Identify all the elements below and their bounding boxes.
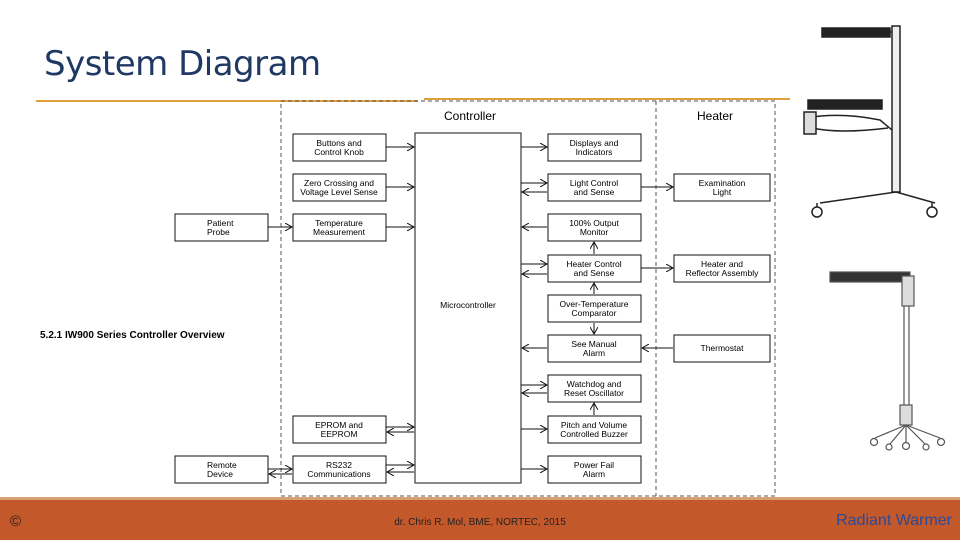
svg-text:Comparator: Comparator: [572, 308, 617, 318]
microcontroller-block: [414, 132, 522, 484]
controller-header: Controller: [444, 109, 496, 123]
block-displays: Displays and Indicators: [547, 133, 642, 162]
svg-text:Heater Control: Heater Control: [566, 259, 621, 269]
block-rs232: RS232 Communications: [292, 455, 387, 484]
block-manual-alarm: See Manual Alarm: [547, 334, 642, 363]
svg-text:Thermostat: Thermostat: [701, 343, 745, 353]
svg-text:Power Fail: Power Fail: [574, 460, 614, 470]
svg-text:Watchdog and: Watchdog and: [567, 379, 622, 389]
page-title: System Diagram: [44, 44, 321, 84]
svg-text:Measurement: Measurement: [313, 227, 366, 237]
svg-text:Monitor: Monitor: [580, 227, 609, 237]
svg-text:Alarm: Alarm: [583, 348, 605, 358]
block-reflector-assembly: Heater and Reflector Assembly: [673, 254, 771, 283]
footer-accent: [0, 497, 960, 500]
svg-text:RS232: RS232: [326, 460, 352, 470]
block-buttons: Buttons and Control Knob: [292, 133, 387, 162]
svg-text:Heater and: Heater and: [701, 259, 743, 269]
warmer-device-illustration-bottom: [829, 271, 946, 451]
copyright-mark: ©: [10, 513, 22, 530]
footer-bar: [0, 500, 960, 540]
svg-text:and Sense: and Sense: [574, 268, 615, 278]
svg-text:100% Output: 100% Output: [569, 218, 619, 228]
title-underline: [36, 100, 418, 102]
svg-text:See Manual: See Manual: [571, 339, 616, 349]
svg-text:Indicators: Indicators: [576, 147, 613, 157]
block-remote-device: Remote Device: [174, 455, 269, 484]
svg-text:Displays and: Displays and: [570, 138, 619, 148]
svg-text:Reset Oscillator: Reset Oscillator: [564, 388, 624, 398]
block-zero-crossing: Zero Crossing and Voltage Level Sense: [292, 173, 387, 202]
block-thermostat: Thermostat: [673, 334, 771, 363]
svg-text:Light Control: Light Control: [570, 178, 618, 188]
heater-header: Heater: [697, 109, 733, 123]
svg-text:Probe: Probe: [207, 227, 230, 237]
svg-text:EPROM and: EPROM and: [315, 420, 363, 430]
block-patient-probe: Patient Probe: [174, 213, 269, 242]
svg-text:Buttons and: Buttons and: [316, 138, 362, 148]
block-power-fail: Power Fail Alarm: [547, 455, 642, 484]
svg-text:Communications: Communications: [307, 469, 370, 479]
block-output-monitor: 100% Output Monitor: [547, 213, 642, 242]
svg-text:EEPROM: EEPROM: [321, 429, 358, 439]
svg-text:Pitch and Volume: Pitch and Volume: [561, 420, 627, 430]
warmer-device-illustration-top: [803, 25, 938, 218]
connections: [268, 147, 673, 474]
block-heater-control: Heater Control and Sense: [547, 254, 642, 283]
svg-text:Control Knob: Control Knob: [314, 147, 364, 157]
block-buzzer: Pitch and Volume Controlled Buzzer: [547, 415, 642, 444]
block-watchdog: Watchdog and Reset Oscillator: [547, 374, 642, 403]
footer-brand: Radiant Warmer: [836, 512, 952, 529]
svg-text:Controlled Buzzer: Controlled Buzzer: [560, 429, 628, 439]
svg-text:and Sense: and Sense: [574, 187, 615, 197]
block-eprom: EPROM and EEPROM: [292, 415, 387, 444]
section-heading: 5.2.1 IW900 Series Controller Overview: [40, 330, 225, 341]
block-overtemp: Over-Temperature Comparator: [547, 294, 642, 323]
svg-text:Device: Device: [207, 469, 233, 479]
svg-text:Examination: Examination: [699, 178, 746, 188]
block-temperature: Temperature Measurement: [292, 213, 387, 242]
svg-text:Light: Light: [713, 187, 732, 197]
svg-text:Remote: Remote: [207, 460, 237, 470]
svg-text:Zero Crossing and: Zero Crossing and: [304, 178, 374, 188]
block-examination-light: Examination Light: [673, 173, 771, 202]
svg-text:Patient: Patient: [207, 218, 234, 228]
controller-boundary: [280, 100, 776, 497]
svg-text:Reflector Assembly: Reflector Assembly: [686, 268, 759, 278]
microcontroller-label: Microcontroller: [440, 300, 496, 310]
svg-text:Over-Temperature: Over-Temperature: [560, 299, 629, 309]
diagram-top-rule: [424, 98, 790, 100]
svg-text:Temperature: Temperature: [315, 218, 363, 228]
svg-text:Alarm: Alarm: [583, 469, 605, 479]
svg-text:Voltage Level Sense: Voltage Level Sense: [300, 187, 378, 197]
block-light-control: Light Control and Sense: [547, 173, 642, 202]
footer-credit: dr. Chris R. Mol, BME, NORTEC, 2015: [394, 517, 566, 528]
